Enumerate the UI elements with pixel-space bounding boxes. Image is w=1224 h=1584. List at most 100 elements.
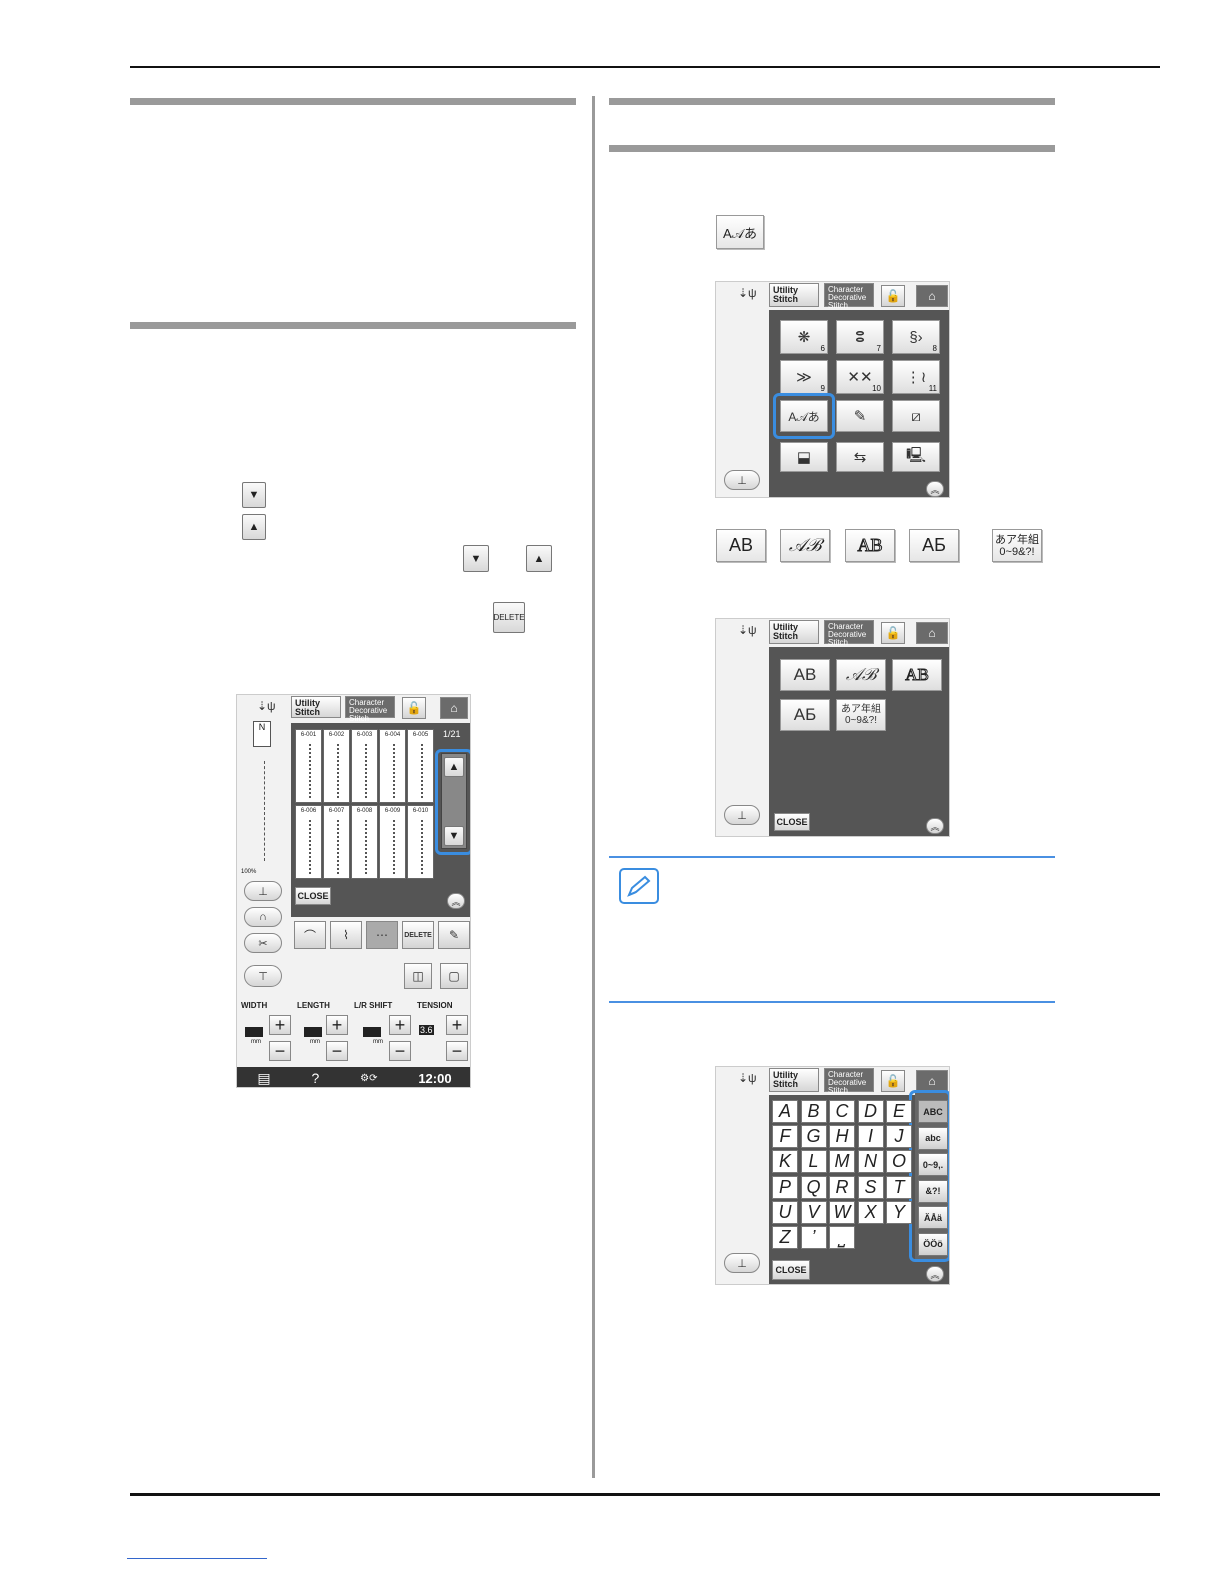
letter-key[interactable]: E (886, 1100, 912, 1123)
needle-position-button[interactable]: ⊥ (724, 1253, 760, 1273)
scroll-down-button[interactable]: ▼ (444, 826, 464, 846)
letter-key[interactable]: S (857, 1175, 884, 1199)
font-cyrillic-tile[interactable]: AБ (780, 699, 830, 731)
font-japanese-button[interactable]: あア年組 0~9&?! (992, 529, 1042, 562)
tension-plus-button[interactable]: + (446, 1015, 468, 1035)
reverse-stitch-button[interactable]: ∩ (244, 907, 282, 927)
home-icon[interactable]: ⌂ (916, 1070, 948, 1092)
stitch-pattern-cell[interactable]: 6-009 (379, 805, 406, 879)
letter-key[interactable]: ⎵ (829, 1226, 855, 1249)
letter-key[interactable]: K (772, 1150, 798, 1174)
letter-key[interactable]: ’ (800, 1226, 827, 1249)
delete-button[interactable]: DELETE (402, 921, 434, 949)
scroll-up-button[interactable]: ▲ (444, 757, 464, 777)
character-key-icon[interactable]: A𝒜あ (716, 215, 764, 249)
presser-foot-lever-button[interactable]: ⊤ (244, 965, 282, 987)
up-arrow-key-inline[interactable]: ▲ (526, 545, 552, 572)
decorative-category-tile-9[interactable]: ≫9 (780, 360, 828, 394)
close-button[interactable]: CLOSE (774, 813, 810, 831)
character-category-button[interactable]: ÄÅä (918, 1206, 948, 1229)
font-outline-button[interactable]: AB (845, 529, 895, 562)
manual-icon[interactable]: ▤ (257, 1069, 271, 1086)
letter-key[interactable]: Z (772, 1226, 798, 1249)
needle-position-button[interactable]: ⊥ (724, 470, 760, 490)
stitch-pattern-cell[interactable]: 6-003 (351, 729, 378, 803)
character-category-button[interactable]: ABC (918, 1100, 948, 1123)
letter-key[interactable]: B (800, 1100, 827, 1123)
letter-key[interactable]: Q (800, 1175, 827, 1199)
pocket-icon[interactable]: ▢ (440, 963, 468, 989)
character-stitch-tile[interactable]: A𝒜あ (780, 400, 828, 432)
home-icon[interactable]: ⌂ (440, 697, 468, 719)
letter-key[interactable]: N (857, 1150, 884, 1174)
lock-icon[interactable]: 🔓 (881, 622, 905, 644)
utility-stitch-tab[interactable]: Utility Stitch (291, 696, 341, 718)
utility-stitch-tab[interactable]: Utility Stitch (769, 1068, 819, 1092)
stitch-pattern-cell[interactable]: 6-008 (351, 805, 378, 879)
repeat-icon[interactable]: ⋯ (366, 921, 398, 949)
decorative-category-tile-10[interactable]: ✕✕10 (836, 360, 884, 394)
character-decorative-tab[interactable]: Character Decorative Stitch (824, 283, 874, 310)
decorative-category-tile-8[interactable]: §›8 (892, 320, 940, 354)
down-arrow-key-inline[interactable]: ▼ (463, 545, 489, 572)
computer-tile[interactable]: 🖳 (892, 442, 940, 472)
home-icon[interactable]: ⌂ (916, 622, 948, 644)
expand-icon[interactable]: ︽ (447, 893, 465, 909)
stitch-pattern-cell[interactable]: 6-004 (379, 729, 406, 803)
usb-tile[interactable]: ⇆ (836, 442, 884, 472)
letter-key[interactable]: U (772, 1200, 798, 1224)
letter-key[interactable]: F (772, 1125, 798, 1149)
up-arrow-key[interactable]: ▲ (242, 514, 266, 540)
letter-key[interactable]: M (829, 1150, 855, 1174)
close-button[interactable]: CLOSE (295, 887, 331, 905)
home-icon[interactable]: ⌂ (916, 285, 948, 307)
expand-icon[interactable]: ︽ (926, 818, 944, 834)
font-japanese-tile[interactable]: あア年組 0~9&?! (836, 699, 886, 731)
length-plus-button[interactable]: + (326, 1015, 348, 1035)
pocket-memory-tile[interactable]: ⬓ (780, 442, 828, 472)
pencil-icon[interactable]: ✎ (438, 921, 470, 949)
length-minus-button[interactable]: − (326, 1041, 348, 1061)
down-arrow-key[interactable]: ▼ (242, 482, 266, 508)
stitch-pattern-cell[interactable]: 6-001 (295, 729, 322, 803)
edit-stitch-icon[interactable]: ⌇ (330, 921, 362, 949)
character-decorative-tab[interactable]: Character Decorative Stitch (824, 1068, 874, 1095)
stitch-pattern-cell[interactable]: 6-002 (323, 729, 350, 803)
my-custom-stitch-tile[interactable]: ✎ (836, 400, 884, 432)
lock-icon[interactable]: 🔓 (881, 1070, 905, 1092)
expand-icon[interactable]: ︽ (926, 1266, 944, 1282)
font-outline-tile[interactable]: AB (892, 659, 942, 691)
utility-stitch-tab[interactable]: Utility Stitch (769, 620, 819, 644)
letter-key[interactable]: G (800, 1125, 827, 1149)
help-button[interactable]: ? (311, 1070, 320, 1086)
width-plus-button[interactable]: + (269, 1015, 291, 1035)
footer-link-underline[interactable] (127, 1558, 267, 1559)
character-decorative-tab[interactable]: Character Decorative Stitch (345, 696, 395, 723)
letter-key[interactable]: T (886, 1175, 912, 1199)
letter-key[interactable]: W (829, 1200, 855, 1224)
stitch-pattern-cell[interactable]: 6-010 (407, 805, 434, 879)
needle-position-button[interactable]: ⊥ (724, 805, 760, 825)
utility-stitch-tab[interactable]: Utility Stitch (769, 283, 819, 307)
letter-key[interactable]: V (800, 1200, 827, 1224)
stitch-pattern-cell[interactable]: 6-006 (295, 805, 322, 879)
decorative-category-tile-6[interactable]: ❋6 (780, 320, 828, 354)
width-minus-button[interactable]: − (269, 1041, 291, 1061)
letter-key[interactable]: C (829, 1100, 855, 1123)
character-category-button[interactable]: 0~9,. (918, 1153, 948, 1176)
font-script-tile[interactable]: 𝒜ℬ (836, 659, 886, 691)
letter-key[interactable]: A (772, 1100, 798, 1123)
delete-key[interactable]: DELETE (493, 602, 525, 633)
close-button[interactable]: CLOSE (772, 1260, 810, 1280)
saved-pattern-tile[interactable]: ⧄ (892, 400, 940, 432)
letter-key[interactable]: I (857, 1125, 884, 1149)
letter-key[interactable]: Y (886, 1200, 912, 1224)
character-category-button[interactable]: abc (918, 1126, 948, 1150)
lock-icon[interactable]: 🔓 (402, 697, 426, 719)
letter-key[interactable]: X (857, 1200, 884, 1224)
character-decorative-tab[interactable]: Character Decorative Stitch (824, 620, 874, 647)
character-category-button[interactable]: &?! (918, 1179, 948, 1203)
expand-icon[interactable]: ︽ (926, 481, 944, 497)
lr-shift-minus-button[interactable]: − (389, 1041, 411, 1061)
